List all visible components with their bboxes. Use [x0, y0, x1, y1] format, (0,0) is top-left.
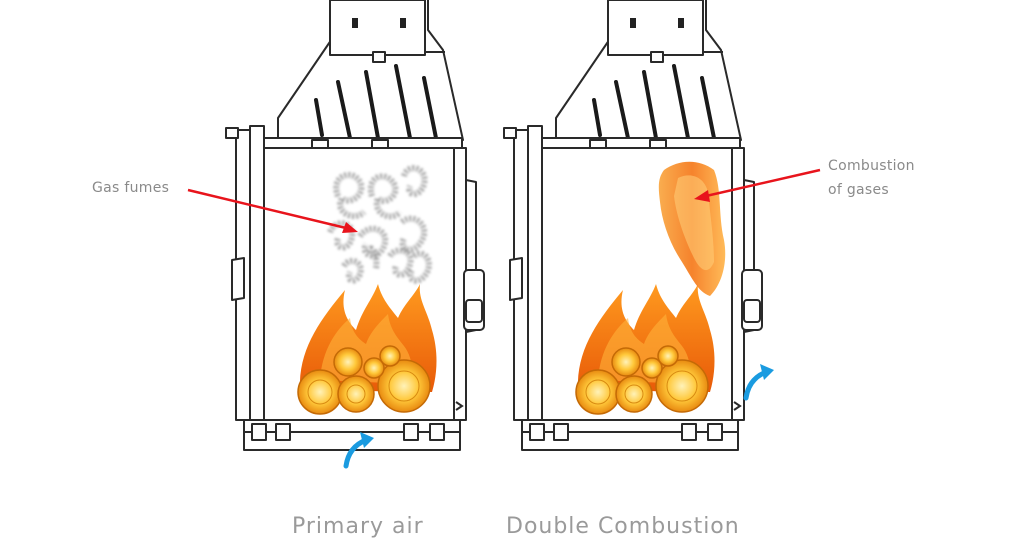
- fireplace-left: [224, 0, 486, 466]
- gas-fumes-smoke: [327, 165, 432, 284]
- gas-fumes-pointer-arrow: [187, 188, 358, 233]
- combustion-pointer-arrow: [694, 168, 821, 202]
- caption-double-combustion: Double Combustion: [506, 514, 740, 539]
- combustion-label-line1: Combustion: [828, 158, 915, 174]
- combustion-label-line2: of gases: [828, 182, 889, 198]
- caption-primary-air: Primary air: [292, 514, 424, 539]
- fireplace-right: [502, 0, 774, 452]
- gas-fumes-label: Gas fumes: [92, 180, 169, 196]
